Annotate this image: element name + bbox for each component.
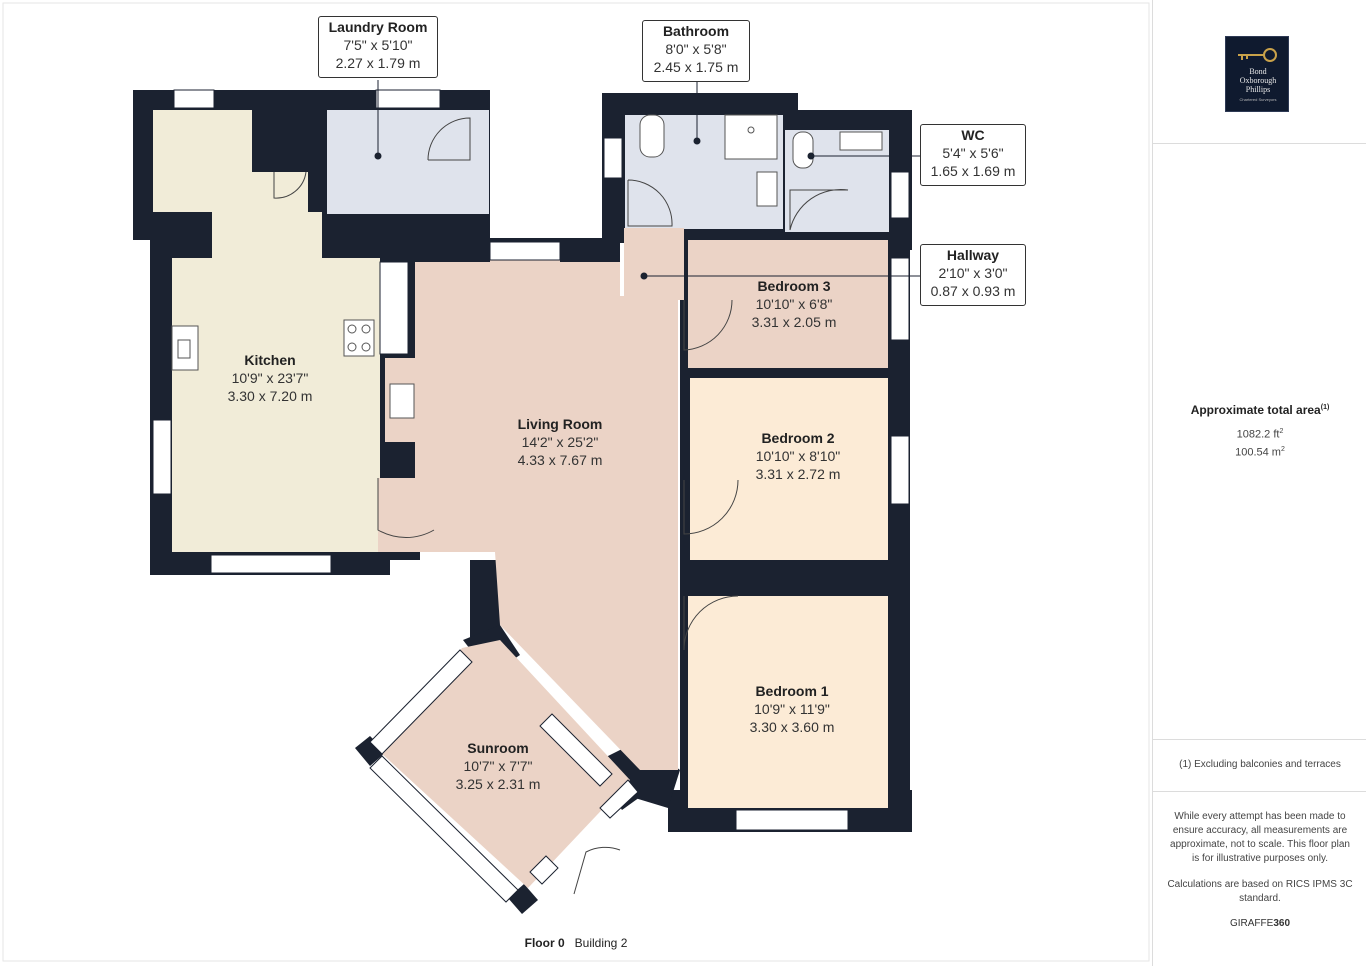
callout-wc: WC 5'4" x 5'6" 1.65 x 1.69 m [920, 124, 1026, 186]
fixtures [171, 114, 883, 419]
room-imperial: 8'0" x 5'8" [665, 41, 727, 57]
room-imperial: 14'2" x 25'2" [521, 434, 599, 450]
callout-laundry: Laundry Room 7'5" x 5'10" 2.27 x 1.79 m [318, 16, 438, 78]
doors [273, 117, 849, 895]
room-imperial: 10'10" x 6'8" [755, 296, 833, 312]
room-imperial: 7'5" x 5'10" [343, 37, 413, 53]
room-label-bedroom1: Bedroom 1 10'9" x 11'9" 3.30 x 3.60 m [722, 683, 862, 736]
room-imperial: 10'10" x 8'10" [755, 448, 841, 464]
room-metric: 3.31 x 2.05 m [751, 314, 837, 330]
room-name: Bedroom 3 [757, 278, 831, 294]
disclaimer: While every attempt has been made to ens… [1170, 811, 1350, 864]
building-name: Building 2 [574, 936, 628, 950]
room-name: Bedroom 2 [761, 430, 835, 446]
room-name: Laundry Room [328, 19, 428, 35]
area-ft: 1082.2 ft2 [1236, 428, 1284, 441]
callout-bathroom: Bathroom 8'0" x 5'8" 2.45 x 1.75 m [642, 20, 750, 82]
room-label-living: Living Room 14'2" x 25'2" 4.33 x 7.67 m [480, 416, 640, 469]
sidebar: Bond Oxborough Phillips Chartered Survey… [1152, 0, 1366, 966]
room-metric: 0.87 x 0.93 m [930, 283, 1016, 299]
floor-plan-drawing [2, 2, 1150, 962]
logo-line: Phillips [1245, 85, 1271, 94]
room-metric: 4.33 x 7.67 m [517, 452, 603, 468]
room-imperial: 10'7" x 7'7" [463, 758, 533, 774]
room-metric: 3.31 x 2.72 m [755, 466, 841, 482]
windows [152, 89, 910, 903]
room-metric: 1.65 x 1.69 m [930, 163, 1016, 179]
room-name: Bedroom 1 [755, 683, 829, 699]
floor-plan: Kitchen 10'9" x 23'7" 3.30 x 7.20 m Livi… [0, 2, 1152, 962]
logo-line: Bond [1249, 67, 1267, 76]
room-name: Kitchen [244, 352, 296, 368]
callout-hallway: Hallway 2'10" x 3'0" 0.87 x 0.93 m [920, 244, 1026, 306]
agency-logo: Bond Oxborough Phillips Chartered Survey… [1225, 36, 1289, 112]
logo-section: Bond Oxborough Phillips Chartered Survey… [1153, 0, 1366, 144]
room-imperial: 5'4" x 5'6" [942, 145, 1004, 161]
room-name: Hallway [946, 247, 1000, 263]
laundry-floor [327, 110, 489, 214]
room-label-bedroom2: Bedroom 2 10'10" x 8'10" 3.31 x 2.72 m [728, 430, 868, 483]
floor-label: Floor 0 Building 2 [0, 936, 1152, 950]
room-label-kitchen: Kitchen 10'9" x 23'7" 3.30 x 7.20 m [200, 352, 340, 405]
room-imperial: 10'9" x 23'7" [231, 370, 309, 386]
area-note-marker: (1) [1320, 404, 1330, 411]
room-name: Sunroom [467, 740, 529, 756]
room-imperial: 10'9" x 11'9" [754, 701, 830, 717]
area-title: Approximate total area(1) [1190, 403, 1330, 417]
living-floor [385, 242, 678, 770]
room-label-bedroom3: Bedroom 3 10'10" x 6'8" 3.31 x 2.05 m [724, 278, 864, 331]
footnote: (1) Excluding balconies and terraces [1179, 759, 1341, 770]
room-metric: 2.27 x 1.79 m [335, 55, 421, 71]
bedroom3-floor [688, 240, 888, 368]
floor-number: Floor 0 [524, 936, 565, 950]
room-label-sunroom: Sunroom 10'7" x 7'7" 3.25 x 2.31 m [428, 740, 568, 793]
room-name: WC [961, 127, 985, 143]
area-m: 100.54 m2 [1235, 446, 1285, 459]
kitchen-floor [153, 110, 380, 552]
room-metric: 3.25 x 2.31 m [455, 776, 541, 792]
calc-note: Calculations are based on RICS IPMS 3C s… [1167, 879, 1353, 904]
room-name: Living Room [517, 416, 603, 432]
bedroom1-floor [688, 596, 888, 808]
key-icon [1238, 48, 1277, 62]
brand-mark: GIRAFFE360 [1229, 918, 1291, 929]
room-metric: 2.45 x 1.75 m [653, 59, 739, 75]
area-section [1153, 144, 1366, 740]
room-name: Bathroom [662, 23, 730, 39]
room-metric: 3.30 x 3.60 m [749, 719, 835, 735]
sunroom-floor [380, 640, 630, 888]
logo-line: Oxborough [1239, 76, 1277, 85]
logo-subtitle: Chartered Surveyors [1239, 97, 1277, 102]
footnote-section [1153, 740, 1366, 792]
bedroom2-floor [690, 378, 888, 560]
room-imperial: 2'10" x 3'0" [938, 265, 1008, 281]
room-metric: 3.30 x 7.20 m [227, 388, 313, 404]
leader-lines [374, 80, 920, 280]
hallway-floor [624, 228, 684, 300]
